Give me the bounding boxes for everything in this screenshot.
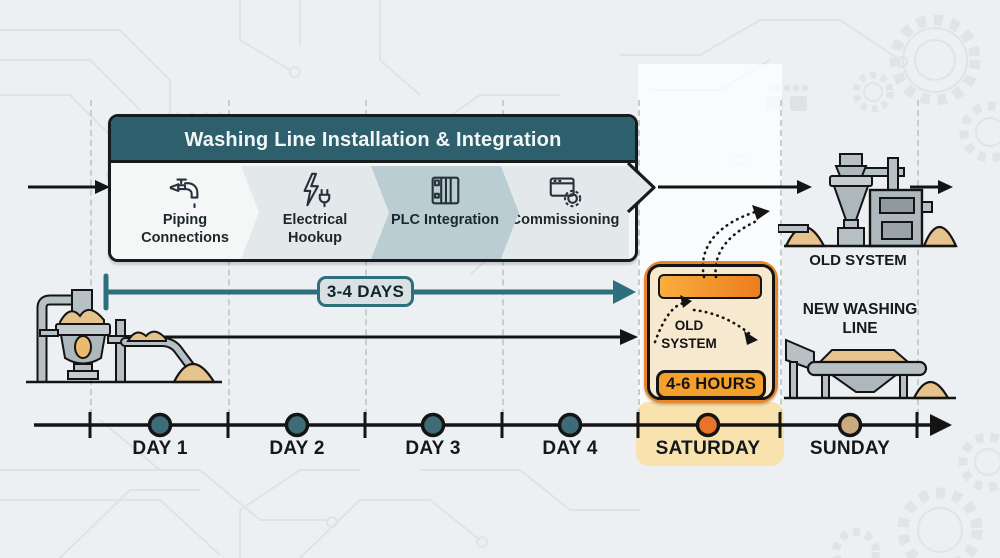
cutover-box: OLD SYSTEM 4-6 HOURS [644, 261, 778, 403]
timeline-dot-day1 [147, 412, 173, 438]
timeline-dot-day2 [284, 412, 310, 438]
timeline-dot-day3 [420, 412, 446, 438]
cutover-progress-bar [658, 274, 762, 299]
timeline-dot-day4 [557, 412, 583, 438]
old-system-illustration [778, 153, 958, 248]
phase-row: Piping Connections Electrical Hookup PLC… [111, 166, 635, 259]
timeline-label-saturday: SATURDAY [655, 438, 761, 459]
electrical-plug-icon [303, 172, 331, 208]
phase-label: Electrical Hookup [282, 212, 348, 246]
timeline-label-day2: DAY 2 [269, 438, 325, 459]
faucet-icon [169, 178, 199, 209]
plc-rack-icon [431, 176, 460, 205]
process-box-arrow-tip [626, 161, 656, 214]
process-title: Washing Line Installation & Integration [111, 117, 635, 163]
gridline [638, 100, 640, 415]
sand-plant-illustration [26, 289, 222, 384]
cutover-box-inner: OLD SYSTEM 4-6 HOURS [647, 264, 775, 400]
phase-label: Piping Connections [141, 212, 229, 246]
new-washing-line-illustration [784, 338, 956, 400]
commissioning-gear-icon [549, 177, 582, 208]
phase-plc-integration: PLC Integration [371, 166, 519, 259]
phase-commissioning: Commissioning [501, 166, 629, 259]
timeline-label-day4: DAY 4 [542, 438, 598, 459]
phase-label: Commissioning [510, 212, 620, 228]
timeline-label-day3: DAY 3 [405, 438, 461, 459]
install-duration-badge: 3-4 DAYS [317, 276, 414, 307]
phase-electrical-hookup: Electrical Hookup [241, 166, 389, 259]
cutover-system-label: OLD SYSTEM [661, 318, 717, 351]
timeline-dot-saturday [695, 412, 721, 438]
old-system-label: OLD SYSTEM [809, 252, 907, 269]
phase-piping-connections: Piping Connections [111, 166, 259, 259]
timeline-dot-sunday [837, 412, 863, 438]
new-washing-line-label: NEW WASHING LINE [802, 301, 918, 338]
gridline [90, 100, 92, 415]
process-box: Washing Line Installation & Integration … [108, 114, 638, 262]
timeline-label-sunday: SUNDAY [809, 438, 891, 459]
gridline [780, 100, 782, 415]
phase-label: PLC Integration [391, 212, 499, 228]
timeline-label-day1: DAY 1 [132, 438, 188, 459]
cutover-duration-badge: 4-6 HOURS [656, 370, 766, 399]
gridline [917, 100, 919, 415]
